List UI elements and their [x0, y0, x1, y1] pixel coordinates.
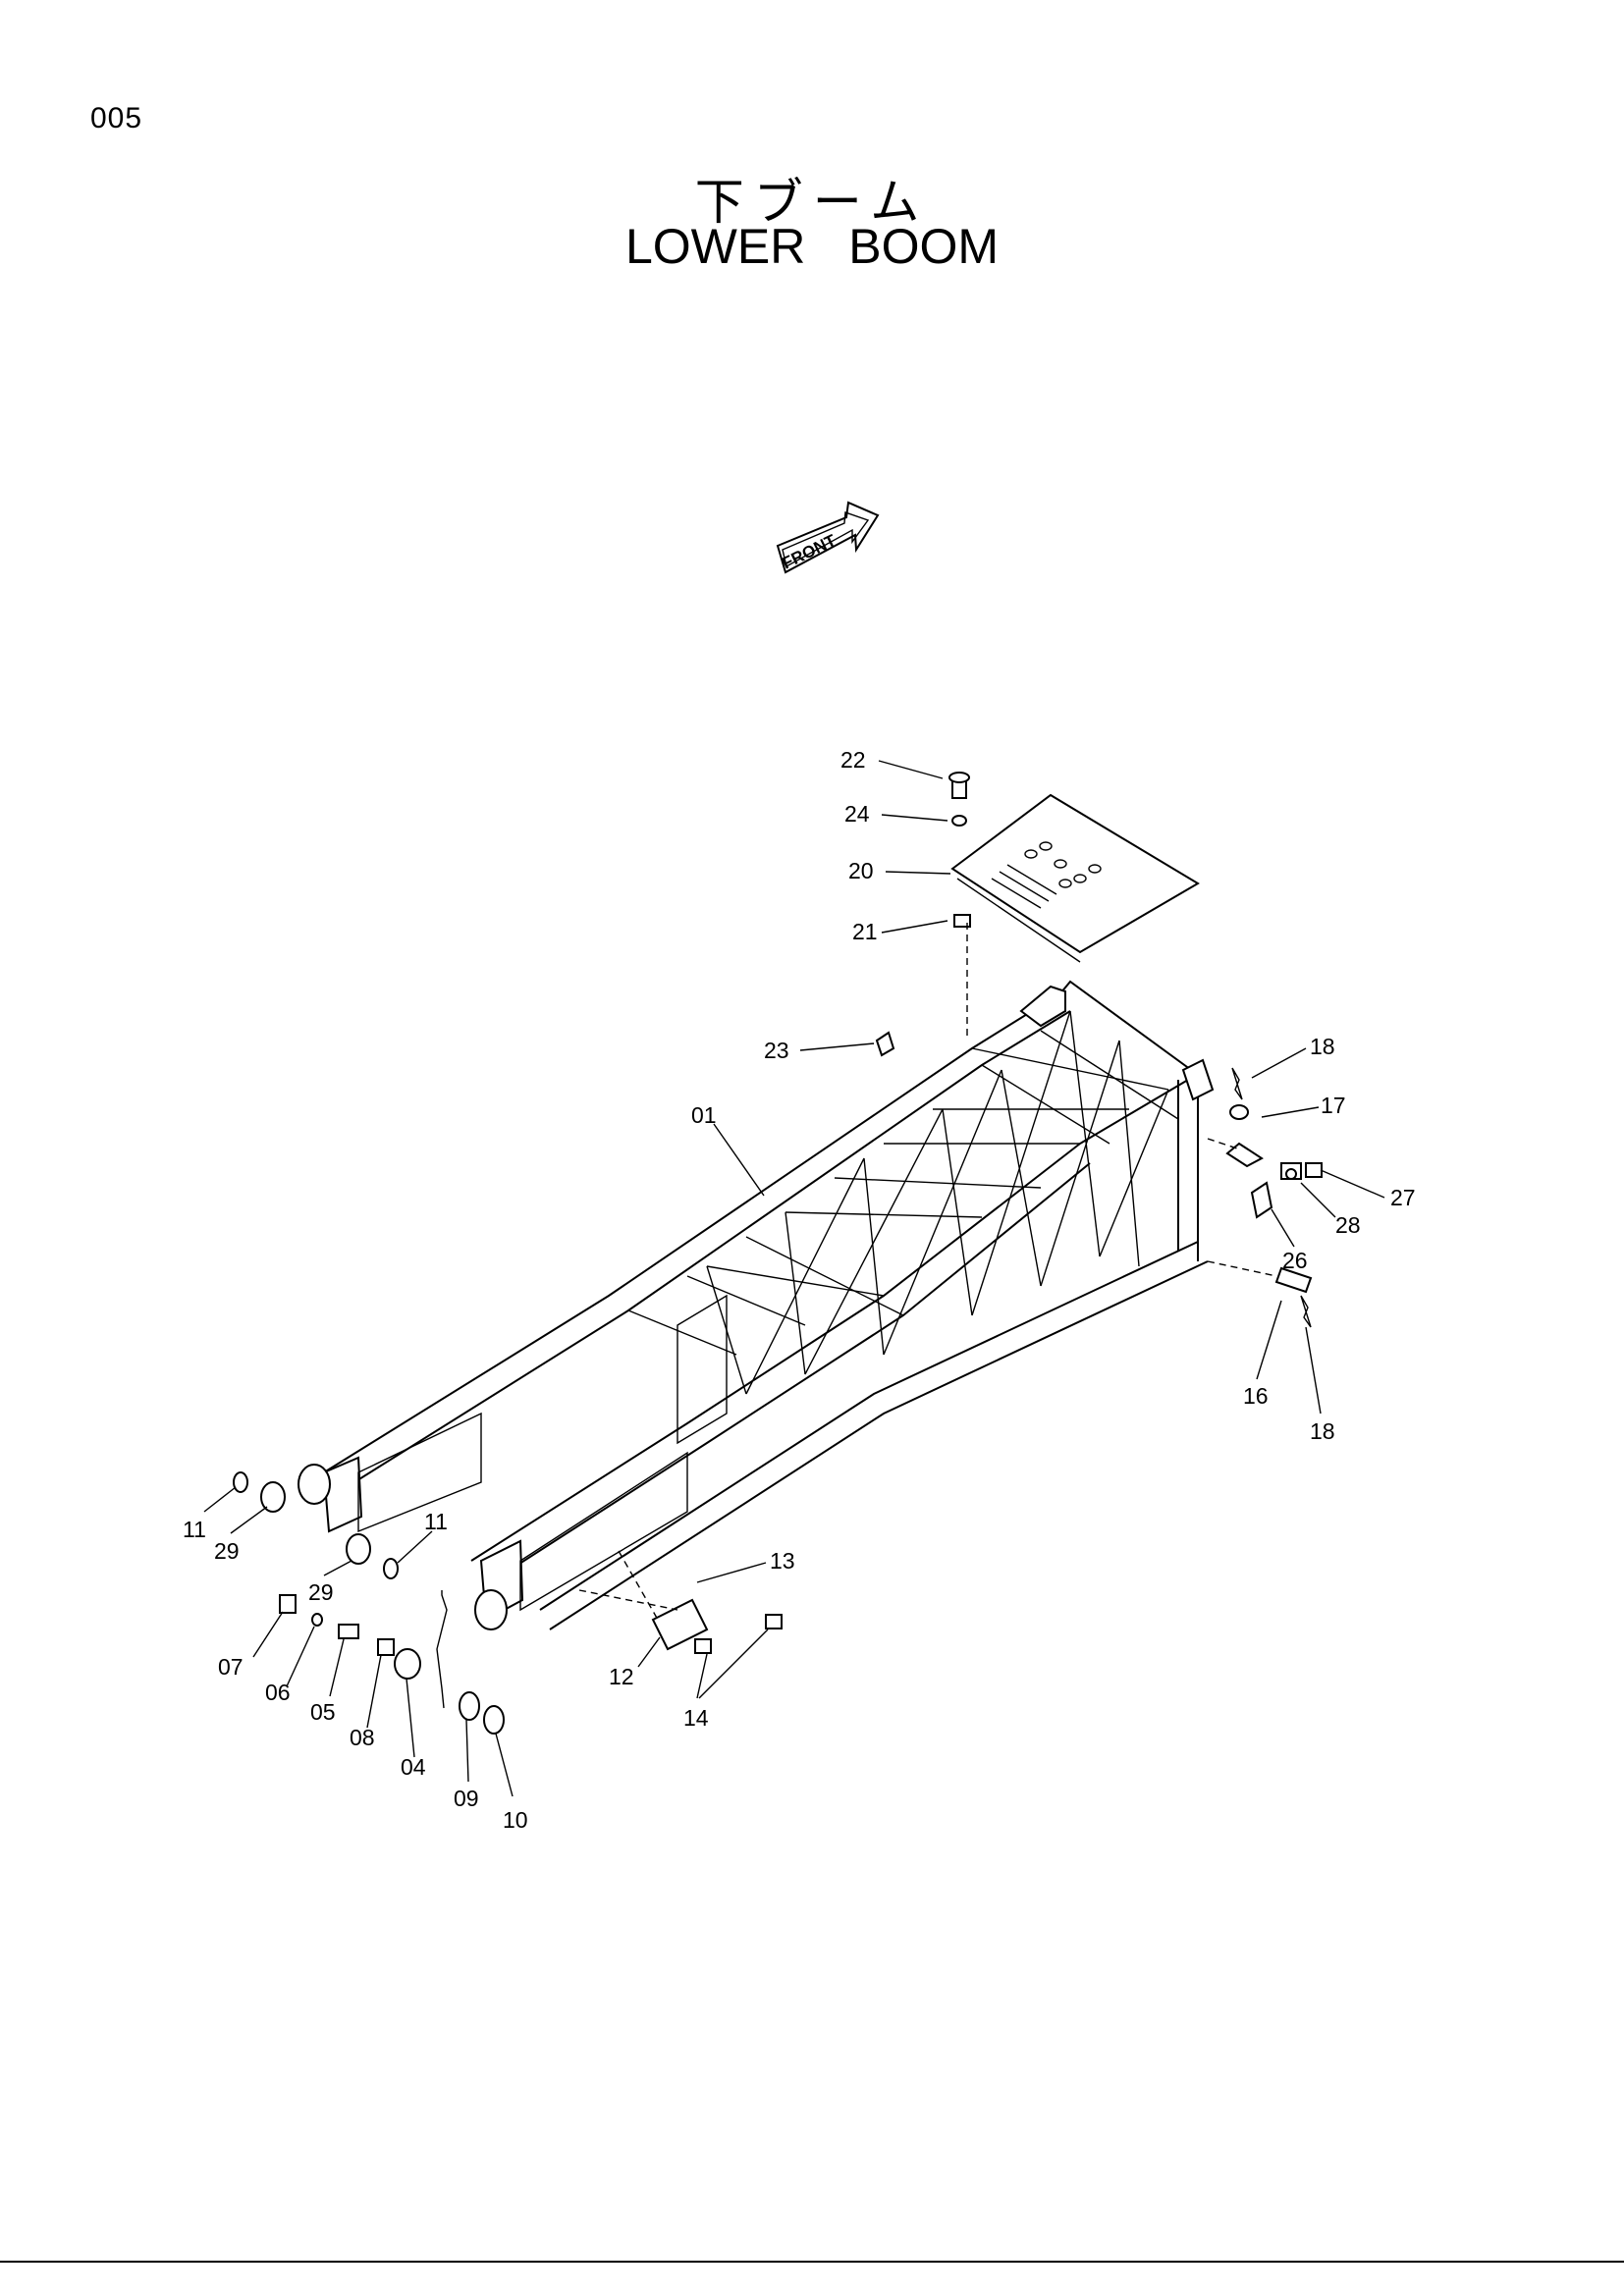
callout-07: 07	[218, 1654, 244, 1680]
callout-20: 20	[848, 858, 874, 883]
callout-21: 21	[852, 919, 878, 944]
callout-18-upper: 18	[1310, 1034, 1335, 1059]
callout-14: 14	[683, 1705, 709, 1731]
callout-29-right: 29	[308, 1579, 334, 1605]
callout-01: 01	[691, 1102, 717, 1128]
callout-labels: 22 24 20 21 23 01 18 17 27 28 26 16 18 1…	[183, 747, 1416, 1833]
callout-10: 10	[503, 1807, 528, 1833]
callout-29-left: 29	[214, 1538, 240, 1564]
callout-24: 24	[844, 801, 870, 827]
footer-rule	[0, 2261, 1624, 2263]
callout-16: 16	[1243, 1383, 1269, 1409]
callout-04: 04	[401, 1754, 426, 1780]
page-title: LOWER BOOM	[624, 219, 1000, 274]
page-number: 005	[90, 102, 143, 134]
callout-26: 26	[1282, 1248, 1308, 1273]
callout-17: 17	[1321, 1093, 1346, 1118]
lower-boom-frame	[298, 980, 1215, 1630]
callout-09: 09	[454, 1786, 479, 1811]
callout-06: 06	[265, 1680, 291, 1705]
fasteners	[233, 772, 1323, 1735]
front-label: FRONT	[779, 531, 839, 573]
callout-27: 27	[1390, 1185, 1416, 1210]
alignment-lines	[436, 923, 1277, 1709]
callout-23: 23	[764, 1038, 789, 1063]
callout-11-left: 11	[183, 1517, 206, 1542]
leader-lines	[203, 760, 1385, 1797]
callout-18-lower: 18	[1310, 1418, 1335, 1444]
callout-28: 28	[1335, 1212, 1361, 1238]
callout-22: 22	[840, 747, 866, 773]
page-title-japanese: 下ブーム	[694, 174, 930, 231]
front-arrow-icon: FRONT	[776, 501, 880, 574]
callout-08: 08	[350, 1725, 375, 1750]
callout-13: 13	[770, 1548, 795, 1574]
top-cover-plate	[950, 793, 1200, 963]
callout-11-right: 11	[424, 1509, 448, 1534]
callout-05: 05	[310, 1699, 336, 1725]
callout-12: 12	[609, 1664, 634, 1689]
